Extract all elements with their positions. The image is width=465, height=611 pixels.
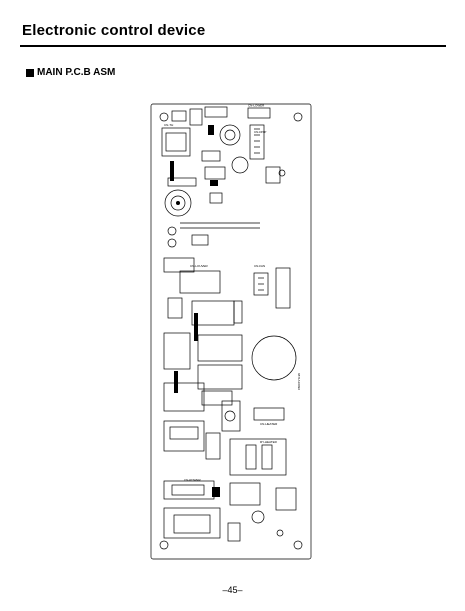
label-cn-power: CN-POWER bbox=[184, 478, 201, 482]
label-cn-th: CN-TH bbox=[164, 123, 173, 127]
label-ry-heater: RY-HEATER bbox=[260, 440, 278, 444]
section-label: MAIN P.C.B ASM bbox=[37, 67, 116, 78]
label-cn-disp: CN-DISP bbox=[254, 130, 266, 134]
bullet-square-icon bbox=[26, 68, 34, 77]
page-number: –45– bbox=[222, 585, 243, 595]
title-underline bbox=[20, 45, 446, 47]
label-cn-fan: CN-FAN bbox=[254, 264, 265, 268]
label-cn-louver: CN-LOUVER bbox=[190, 264, 209, 268]
label-part-code: 6871A10092 bbox=[297, 373, 301, 390]
section-heading: MAIN P.C.B ASM bbox=[26, 67, 115, 78]
pcb-outline bbox=[150, 103, 312, 560]
label-cn-lower: CN-LOWER bbox=[248, 104, 265, 108]
label-cn-heater: CN-HEATER bbox=[260, 422, 278, 426]
page-title: Electronic control device bbox=[22, 22, 206, 39]
pcb-diagram: CN-HEATER CN-POWER CN-DISP CN-LOUVER CN-… bbox=[150, 103, 312, 560]
